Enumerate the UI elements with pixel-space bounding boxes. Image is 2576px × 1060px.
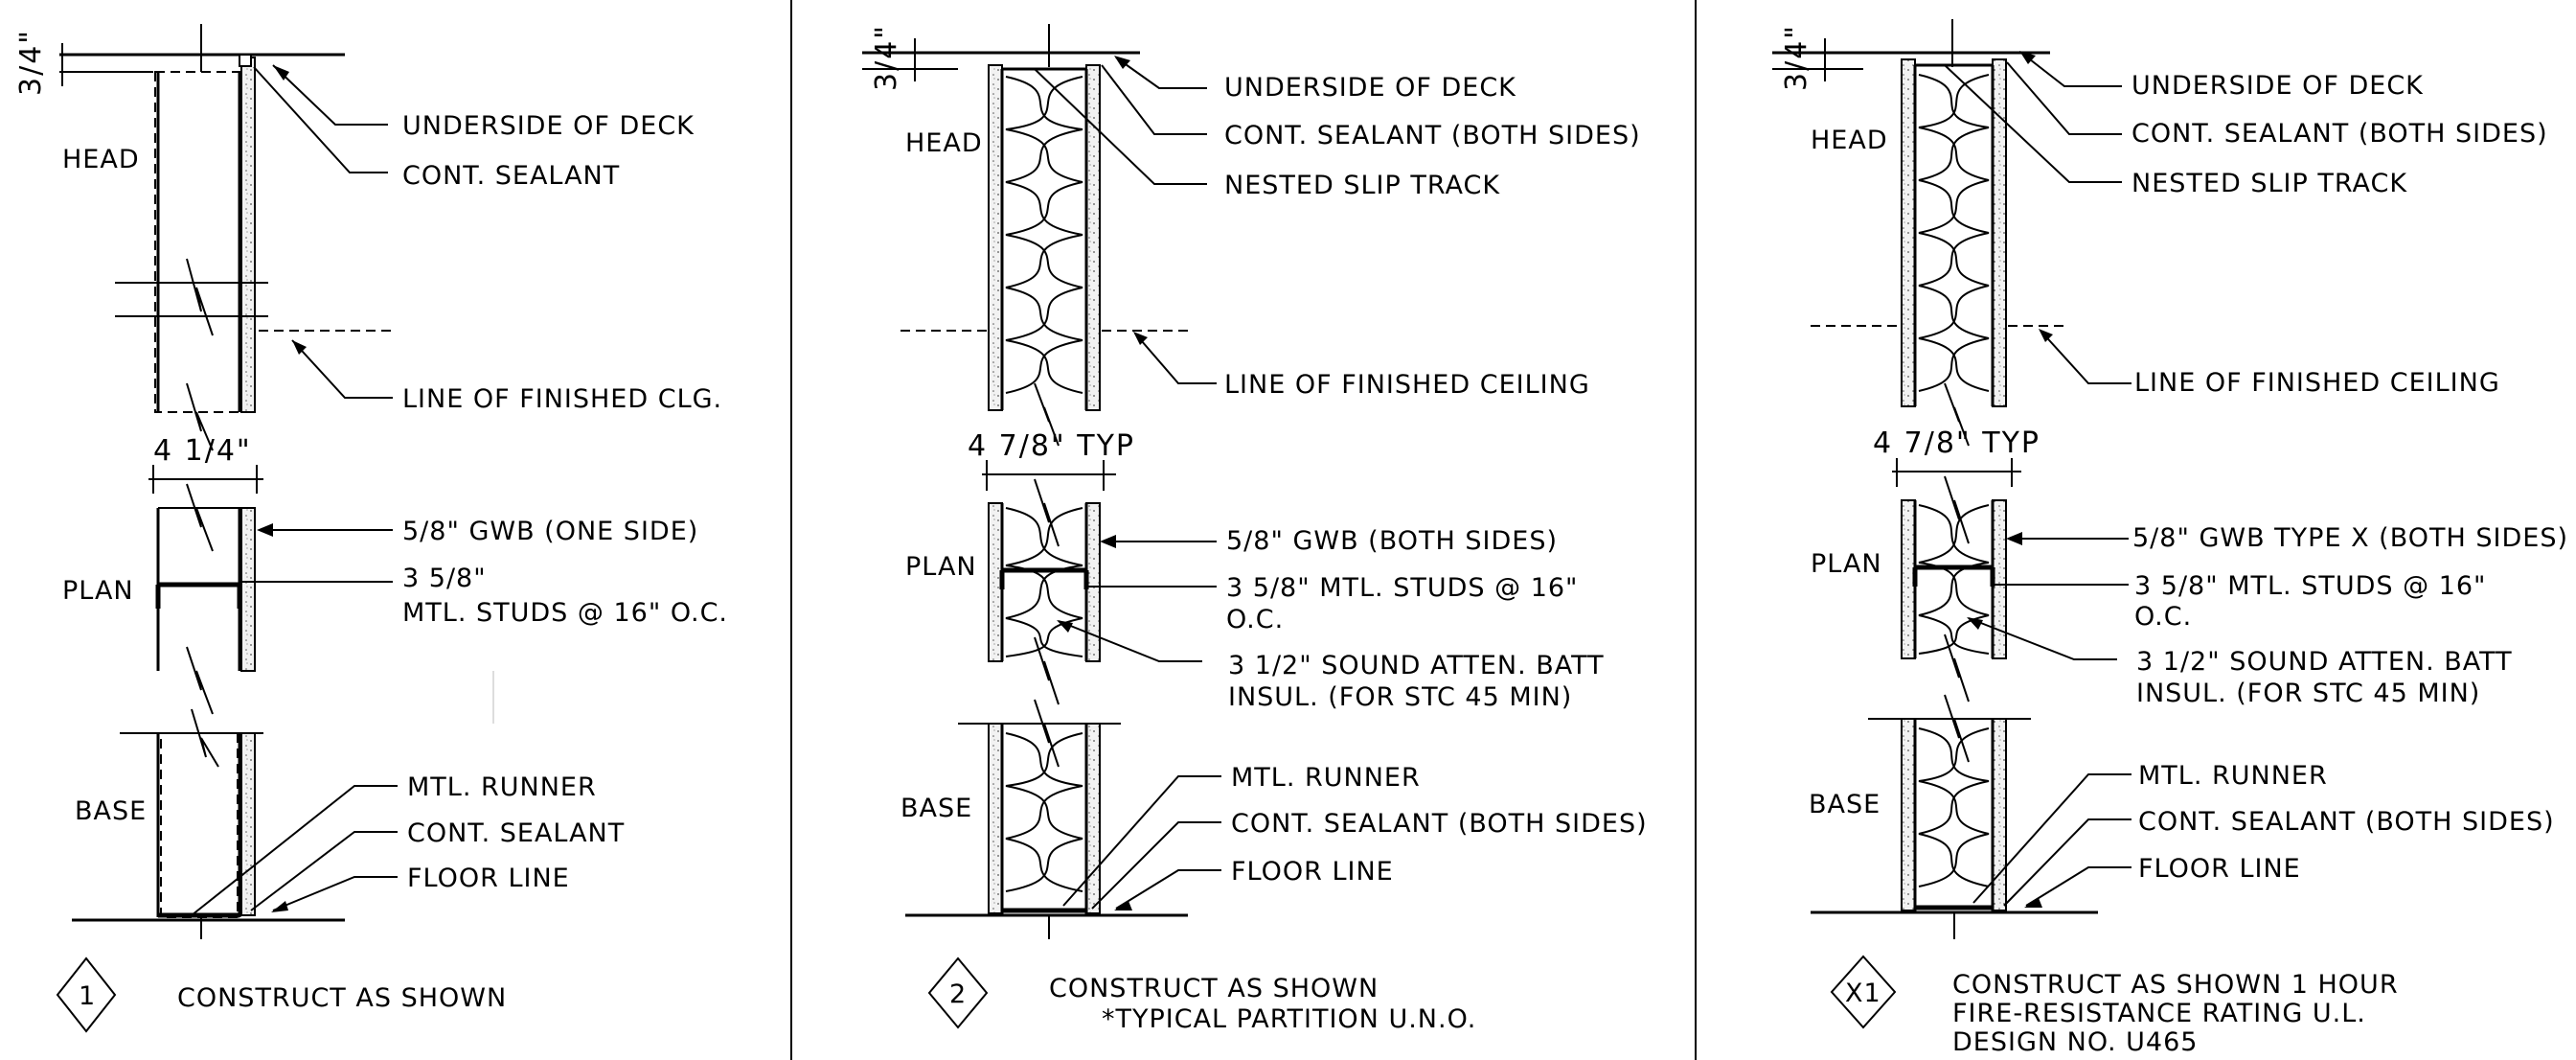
head-label: HEAD [1811,126,1888,155]
dim-top: 3/4" [1780,24,1813,91]
callout-ceiling: LINE OF FINISHED CEILING [1224,370,1590,400]
callout-studs-2: O.C. [2134,602,2192,632]
callout-slip-track: NESTED SLIP TRACK [1224,171,1500,200]
callout-gwb: 5/8" GWB TYPE X (BOTH SIDES) [2132,523,2568,553]
callout-underside: UNDERSIDE OF DECK [2131,71,2424,101]
detail-tag-diamond [1830,955,1897,1029]
callout-gwb: 5/8" GWB (BOTH SIDES) [1226,526,1558,556]
detail-tag: X1 [1845,979,1881,1008]
head-label: HEAD [62,145,140,174]
callout-underside: UNDERSIDE OF DECK [402,111,695,141]
callout-gwb: 5/8" GWB (ONE SIDE) [402,517,698,546]
dim-width: 4 1/4" [153,434,252,468]
plan-label: PLAN [62,576,134,606]
detail-tag: 2 [949,979,967,1009]
callout-runner: MTL. RUNNER [1231,763,1421,793]
detail-tag-diamond [927,956,989,1029]
dim-width: 4 7/8" TYP [968,429,1135,463]
base-label: BASE [1809,790,1881,819]
note-line-2: FIRE-RESISTANCE RATING U.L. [1952,999,2366,1028]
head-label: HEAD [905,128,983,158]
callout-studs-1: 3 5/8" MTL. STUDS @ 16" [1226,573,1578,603]
callout-ceiling: LINE OF FINISHED CLG. [402,384,722,414]
callout-batt-2: INSUL. (FOR STC 45 MIN) [1228,682,1572,712]
callout-sealant-base: CONT. SEALANT [407,818,625,848]
callout-sealant-base: CONT. SEALANT (BOTH SIDES) [1231,809,1648,839]
callout-underside: UNDERSIDE OF DECK [1224,73,1516,103]
callout-batt-1: 3 1/2" SOUND ATTEN. BATT [2136,647,2513,677]
plan-label: PLAN [1811,549,1882,579]
callout-ceiling: LINE OF FINISHED CEILING [2134,368,2500,398]
callout-studs-2: MTL. STUDS @ 16" O.C. [402,598,728,628]
note-line-3: DESIGN NO. U465 [1952,1027,2198,1057]
callout-sealant-head: CONT. SEALANT (BOTH SIDES) [1224,121,1641,150]
note-line-1: CONSTRUCT AS SHOWN [1049,974,1379,1003]
dim-top: 3/4" [14,29,48,96]
callout-floor: FLOOR LINE [1231,857,1394,887]
callout-sealant-head: CONT. SEALANT [402,161,620,191]
callout-studs-2: O.C. [1226,605,1284,634]
callout-batt-2: INSUL. (FOR STC 45 MIN) [2136,679,2480,708]
callout-studs-1: 3 5/8" MTL. STUDS @ 16" [2134,571,2486,601]
detail-2: 3/4" HEAD UNDERSIDE OF DECK CONT. SEALAN… [862,24,1648,1034]
callout-floor: FLOOR LINE [407,864,570,893]
callout-slip-track: NESTED SLIP TRACK [2131,169,2407,198]
callout-runner: MTL. RUNNER [407,772,597,802]
base-label: BASE [75,796,147,826]
callout-batt-1: 3 1/2" SOUND ATTEN. BATT [1228,651,1605,680]
plan-label: PLAN [905,552,977,582]
note-line-2: *TYPICAL PARTITION U.N.O. [1102,1004,1476,1034]
callout-runner: MTL. RUNNER [2138,761,2328,791]
dim-width: 4 7/8" TYP [1873,426,2040,460]
detail-1: 3/4" HEAD UNDERSIDE OF DECK CONT. SEALAN… [14,24,728,1033]
detail-x1: 3/4" HEAD UNDERSIDE OF DECK CONT. SEALAN… [1772,19,2568,1057]
detail-tag-diamond [56,956,117,1033]
detail-tag: 1 [79,981,96,1011]
base-label: BASE [900,794,972,823]
callout-sealant-base: CONT. SEALANT (BOTH SIDES) [2138,807,2555,837]
note-line-1: CONSTRUCT AS SHOWN 1 HOUR [1952,970,2399,1000]
callout-studs-1: 3 5/8" [402,564,487,593]
dim-top: 3/4" [870,24,903,91]
callout-sealant-head: CONT. SEALANT (BOTH SIDES) [2131,119,2548,149]
callout-floor: FLOOR LINE [2138,854,2301,884]
note-line-1: CONSTRUCT AS SHOWN [177,983,507,1013]
